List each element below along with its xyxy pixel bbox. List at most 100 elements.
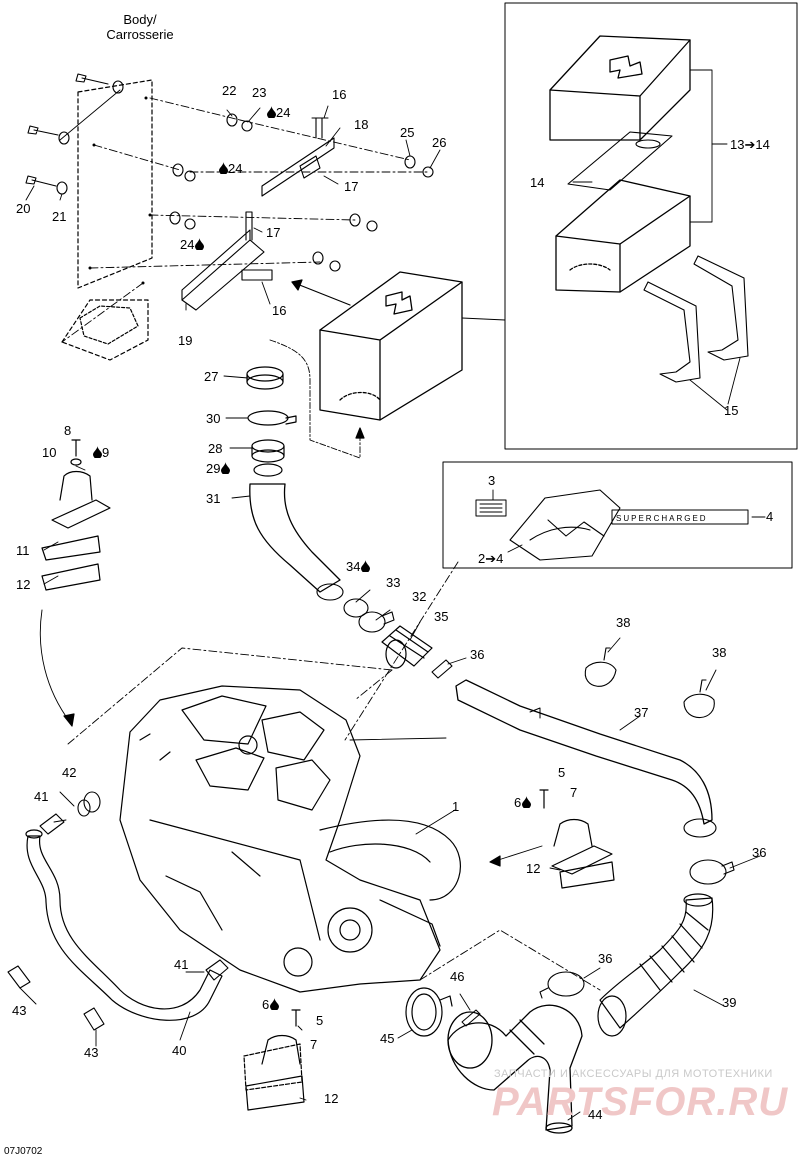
callout-c21: 21 — [52, 210, 66, 224]
hose-clamps-33-32 — [343, 598, 395, 633]
callout-c16b: 16 — [272, 304, 286, 318]
oil-drop-icon — [92, 445, 102, 460]
hose-40 — [25, 829, 223, 1021]
callout-number: 14 — [530, 175, 545, 190]
caps-43 — [7, 965, 105, 1031]
callout-number: 32 — [412, 589, 427, 604]
callout-number: 15 — [724, 403, 739, 418]
oil-drop-icon — [521, 795, 532, 810]
clamps-36 — [539, 859, 735, 999]
callout-c6a: 6 — [514, 795, 532, 810]
callout-number: 6 — [514, 795, 522, 810]
callout-c7a: 7 — [570, 786, 577, 800]
callout-number: 44 — [588, 1107, 603, 1122]
callout-c20: 20 — [16, 202, 30, 216]
callout-number: 12 — [324, 1091, 339, 1106]
oil-drop-icon — [218, 161, 228, 176]
callout-c13: 13➔14 — [730, 138, 770, 152]
callout-number: 5 — [316, 1013, 324, 1028]
callout-c23: 23 — [252, 86, 266, 100]
hose-37 — [455, 679, 713, 825]
callout-number: 24 — [228, 161, 243, 176]
callout-c44: 44 — [588, 1108, 602, 1122]
duct-44 — [447, 1004, 583, 1134]
callout-c41a: 41 — [34, 790, 48, 804]
callout-number: 28 — [208, 441, 223, 456]
callout-c42: 42 — [62, 766, 76, 780]
callout-c19: 19 — [178, 334, 192, 348]
lower-box-13 — [555, 179, 691, 293]
callout-number: 31 — [206, 491, 221, 506]
callout-number: 35 — [434, 609, 449, 624]
callout-number: 3 — [488, 473, 496, 488]
callout-number: 37 — [634, 705, 649, 720]
body-label: Body/ Carrosserie — [98, 12, 182, 42]
callout-number: 13➔14 — [730, 137, 770, 152]
assembly-lines — [61, 97, 429, 343]
callout-number: 8 — [64, 423, 72, 438]
callout-number: 43 — [84, 1045, 99, 1060]
cover-13 — [549, 35, 691, 141]
kit-leaders — [572, 69, 741, 411]
callout-c10: 10 — [42, 446, 56, 460]
callout-c8: 8 — [64, 424, 71, 438]
callout-number: 42 — [62, 765, 77, 780]
hose-39 — [597, 893, 714, 1037]
leader-engine-1 — [415, 809, 456, 835]
callout-number: 39 — [722, 995, 737, 1010]
body-panel-holes — [88, 96, 152, 285]
callout-c25: 25 — [400, 126, 414, 140]
duct-guide — [419, 929, 601, 991]
callout-number: 36 — [470, 647, 485, 662]
callout-c31: 31 — [206, 492, 220, 506]
hose-parts — [246, 366, 297, 477]
callout-c24c: 24 — [180, 238, 205, 252]
callout-c12c: 12 — [324, 1092, 338, 1106]
callout-number: 29 — [206, 461, 221, 476]
callout-number: 1 — [452, 799, 460, 814]
callout-number: 7 — [310, 1037, 318, 1052]
callout-number: 9 — [102, 445, 110, 460]
callout-c16a: 16 — [332, 88, 346, 102]
oil-drop-icon — [266, 105, 276, 120]
callout-c17b: 17 — [266, 226, 280, 240]
bolts-20 — [25, 73, 124, 195]
duct-45 — [405, 987, 453, 1037]
decal-3 — [475, 499, 507, 517]
callout-number: 34 — [346, 559, 361, 574]
callout-number: 36 — [752, 845, 767, 860]
mount-right — [539, 789, 615, 889]
bracket-19 — [181, 211, 273, 311]
callout-number: 24 — [276, 105, 291, 120]
callout-c40: 40 — [172, 1044, 186, 1058]
callout-number: 27 — [204, 369, 219, 384]
callout-number: 21 — [52, 209, 67, 224]
gasket-14 — [567, 131, 673, 191]
callout-c37: 37 — [634, 706, 648, 720]
callout-number: 43 — [12, 1003, 27, 1018]
engine-1 — [119, 685, 461, 993]
callout-c15: 15 — [724, 404, 738, 418]
decal-4 — [611, 509, 749, 525]
callout-number: 26 — [432, 135, 447, 150]
callout-c30: 30 — [206, 412, 220, 426]
coupler-35 — [381, 625, 433, 669]
oil-drop-icon — [269, 997, 280, 1012]
callout-c7b: 7 — [310, 1038, 317, 1052]
callout-c22: 22 — [222, 84, 236, 98]
hose-31 — [249, 483, 341, 593]
callout-c36b: 36 — [752, 846, 766, 860]
callout-c9: 9 — [92, 446, 109, 460]
callout-number: 6 — [262, 997, 270, 1012]
callout-number: 2➔4 — [478, 551, 504, 566]
callout-number: 30 — [206, 411, 221, 426]
callout-number: 41 — [34, 789, 49, 804]
pin-46 — [461, 1009, 481, 1027]
engine-guide — [67, 561, 459, 745]
decal-box-frame — [442, 461, 793, 569]
callout-number: 4 — [766, 509, 774, 524]
callout-number: 38 — [616, 615, 631, 630]
oil-drop-icon — [360, 559, 371, 574]
callout-c28: 28 — [208, 442, 222, 456]
callout-c3: 3 — [488, 474, 495, 488]
